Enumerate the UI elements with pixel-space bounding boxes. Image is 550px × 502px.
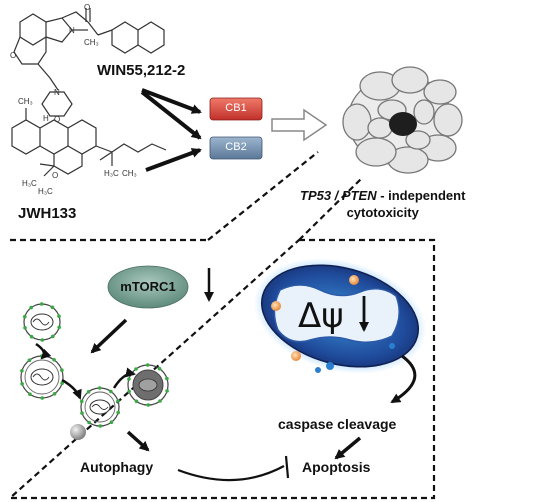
gene-names: TP53 / PTEN (300, 188, 377, 203)
membrane-dot (40, 338, 45, 342)
membrane-dot (97, 386, 102, 390)
cb1-receptor (209, 97, 263, 121)
jwh133-structure (11, 108, 167, 177)
membrane-dot (87, 420, 91, 425)
jwh-structure-labels: CH₃ H O H₃C H₃C H₃C CH₃ (18, 97, 137, 196)
autolysosome (127, 364, 169, 406)
membrane-dot (80, 399, 84, 404)
svg-text:H: H (43, 114, 49, 123)
cb2-label: CB2 (225, 141, 247, 153)
membrane-dot (60, 368, 64, 373)
compound-receptor-arrows (140, 88, 202, 172)
autophagy-arrows (35, 318, 150, 452)
membrane-dot (127, 377, 131, 381)
membrane-dot (98, 424, 103, 428)
delta-psi-label: Δψ (298, 296, 344, 336)
membrane-dot (23, 314, 27, 319)
membrane-dot (29, 305, 33, 310)
membrane-dot (60, 381, 64, 386)
svg-text:CH₃: CH₃ (18, 97, 33, 106)
membrane-dot (52, 358, 56, 362)
mito-to-caspase-arrow (390, 354, 417, 404)
svg-text:CH₃: CH₃ (84, 38, 99, 47)
membrane-dot (109, 389, 113, 394)
apoptosis-label: Apoptosis (302, 459, 371, 475)
caspase-to-apoptosis-arrow (334, 436, 362, 460)
lysosome (70, 424, 86, 440)
membrane-dot (109, 420, 114, 425)
svg-text:N: N (69, 26, 75, 35)
vesicle-dots (20, 302, 169, 428)
svg-text:O: O (10, 51, 16, 60)
mtorc1-ellipse (107, 265, 189, 309)
membrane-dot (80, 411, 84, 415)
membrane-dot (51, 334, 55, 339)
membrane-dot (145, 363, 150, 367)
mitochondrion-granules (271, 275, 395, 373)
svg-text:N: N (54, 88, 60, 97)
win55212-label: WIN55,212-2 (97, 62, 186, 79)
autophagy-label: Autophagy (80, 459, 154, 475)
svg-text:O: O (52, 171, 58, 180)
cb2-receptor (209, 136, 263, 160)
dashed-connectors (207, 151, 363, 241)
svg-text:H₃C: H₃C (104, 169, 119, 178)
membrane-dot (116, 399, 120, 403)
membrane-dot (134, 399, 139, 404)
membrane-dot (20, 369, 24, 373)
membrane-dot (50, 305, 55, 310)
mtorc1-label: mTORC1 (120, 279, 176, 294)
cell-nucleus (389, 112, 417, 136)
svg-text:O: O (54, 115, 60, 124)
membrane-dot (20, 382, 24, 386)
mechanism-box (7, 238, 436, 500)
membrane-dot (28, 392, 32, 397)
membrane-dot (116, 410, 120, 415)
win-structure-labels: N CH₃ O O N O (10, 3, 99, 124)
membrane-dot (158, 399, 162, 403)
membrane-dot (57, 325, 61, 330)
autophagosome-1 (23, 303, 61, 341)
jwh133-label: JWH133 (18, 205, 77, 222)
autophagosome-2 (20, 355, 64, 399)
svg-text:H₃C: H₃C (22, 179, 37, 188)
membrane-dot (39, 302, 44, 306)
membrane-dot (52, 392, 57, 396)
svg-text:H₃C: H₃C (38, 187, 53, 196)
cytotoxicity-text: cytotoxicity (346, 205, 419, 220)
cytotoxicity-label: TP53 / PTEN - independent cytotoxicity (300, 187, 465, 221)
membrane-dot (157, 366, 162, 371)
membrane-dot (127, 389, 131, 394)
membrane-dot (29, 334, 34, 339)
win55212-structure (13, 8, 165, 117)
independent-text: - independent (376, 188, 466, 203)
membrane-dot (146, 403, 151, 407)
autophagy-inhibits-apoptosis (177, 455, 290, 482)
caspase-cleavage-label: caspase cleavage (278, 416, 397, 432)
membrane-dot (165, 389, 169, 393)
membrane-dot (57, 314, 61, 319)
membrane-dot (165, 376, 169, 381)
membrane-dot (40, 396, 45, 400)
svg-text:CH₃: CH₃ (122, 169, 137, 178)
receptor-to-cell-arrow (271, 108, 328, 142)
svg-text:O: O (84, 3, 90, 12)
membrane-dot (86, 390, 91, 394)
membrane-dot (134, 367, 138, 371)
cb1-label: CB1 (225, 102, 247, 114)
membrane-dot (27, 358, 32, 363)
membrane-dot (23, 326, 27, 330)
